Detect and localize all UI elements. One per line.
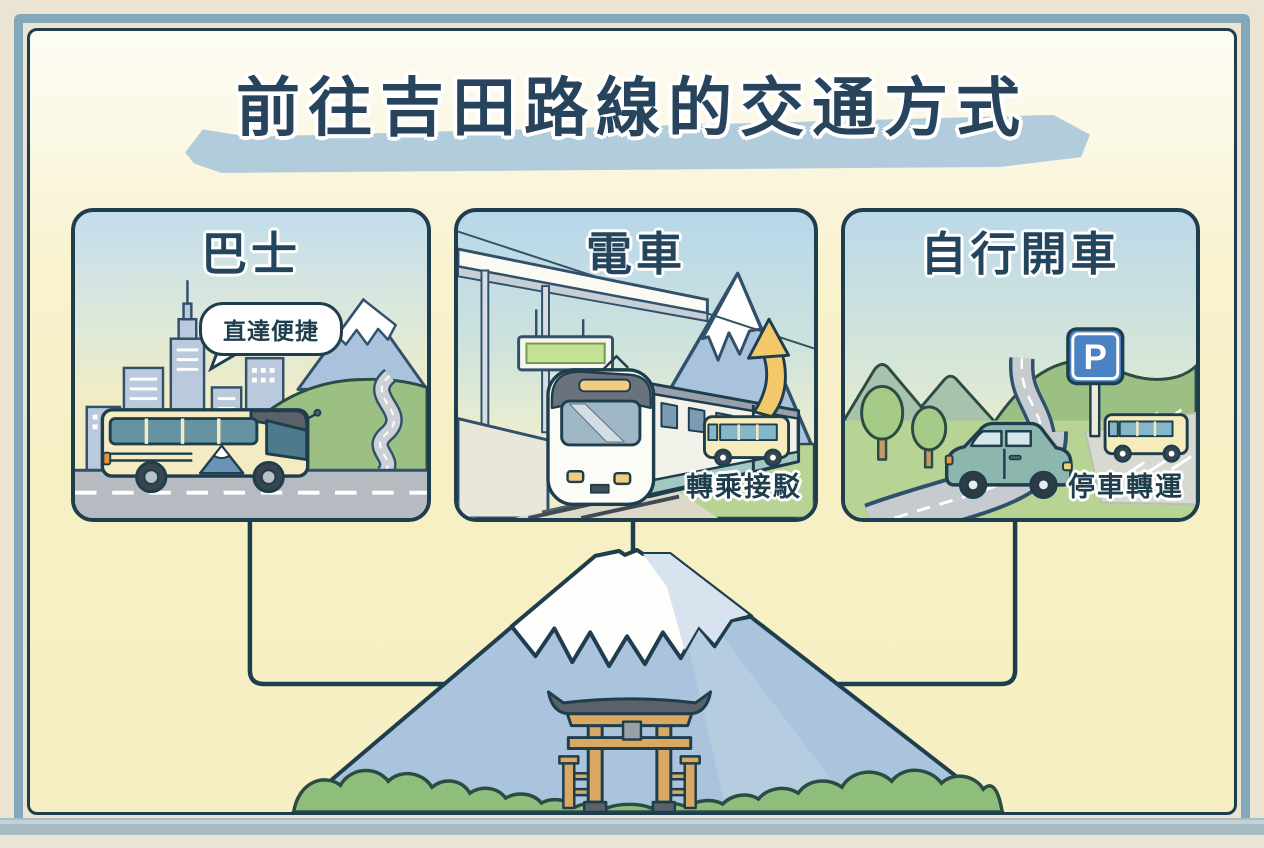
panel-car: P 自行開車 停車轉運 — [841, 208, 1200, 522]
coach-bus-icon — [100, 408, 322, 494]
train-illustration — [458, 230, 814, 518]
train-note: 轉乘接駁 — [686, 472, 802, 502]
parked-bus-icon — [1103, 413, 1189, 463]
mount-fuji-scene — [247, 516, 1018, 812]
bottom-stripe — [0, 818, 1264, 835]
panel-train: 電車 轉乘接駁 — [454, 208, 818, 522]
speech-bubble: 直達便捷 — [199, 302, 343, 356]
panel-car-label: 自行開車 — [920, 228, 1121, 280]
bus-note: 直達便捷 — [223, 318, 319, 344]
panel-bus: 巴士 直達便捷 — [71, 208, 431, 522]
parking-sign-icon: P — [1066, 327, 1125, 438]
parking-letter: P — [1084, 338, 1107, 377]
station-sign — [517, 309, 614, 372]
canvas: 前往吉田路線的交通方式 — [27, 28, 1237, 815]
winding-road — [371, 368, 403, 479]
car-note: 停車轉運 — [1068, 472, 1184, 502]
car-icon — [944, 421, 1073, 499]
bushes — [291, 768, 1004, 812]
page-title: 前往吉田路線的交通方式 — [30, 57, 1234, 149]
panel-train-label: 電車 — [586, 228, 686, 280]
torii-gate-icon — [546, 690, 713, 812]
panel-bus-label: 巴士 — [201, 228, 301, 280]
car-illustration: P — [845, 327, 1196, 518]
platform — [458, 417, 550, 518]
trees — [860, 384, 948, 469]
snow-cap — [509, 548, 754, 669]
shuttle-bus-icon — [702, 415, 791, 467]
title-text: 前往吉田路線的交通方式 — [236, 72, 1028, 144]
transfer-arrow-icon — [747, 317, 791, 419]
mount-fuji — [291, 548, 1005, 812]
bus-illustration — [75, 280, 427, 518]
